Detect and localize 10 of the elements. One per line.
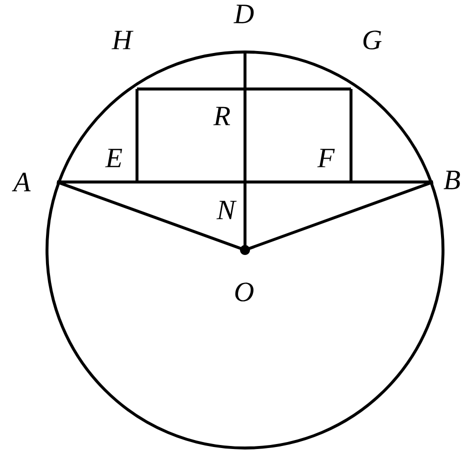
point-label: A: [12, 172, 31, 192]
point-label: D: [234, 4, 254, 24]
point-label: F: [317, 148, 335, 168]
point-label: N: [216, 200, 237, 220]
point-label: E: [105, 148, 122, 168]
point-label: B: [444, 170, 460, 190]
point-label: O: [235, 282, 254, 302]
point-label: H: [112, 30, 134, 50]
point-label: R: [213, 106, 230, 126]
point-label: G: [363, 30, 382, 50]
